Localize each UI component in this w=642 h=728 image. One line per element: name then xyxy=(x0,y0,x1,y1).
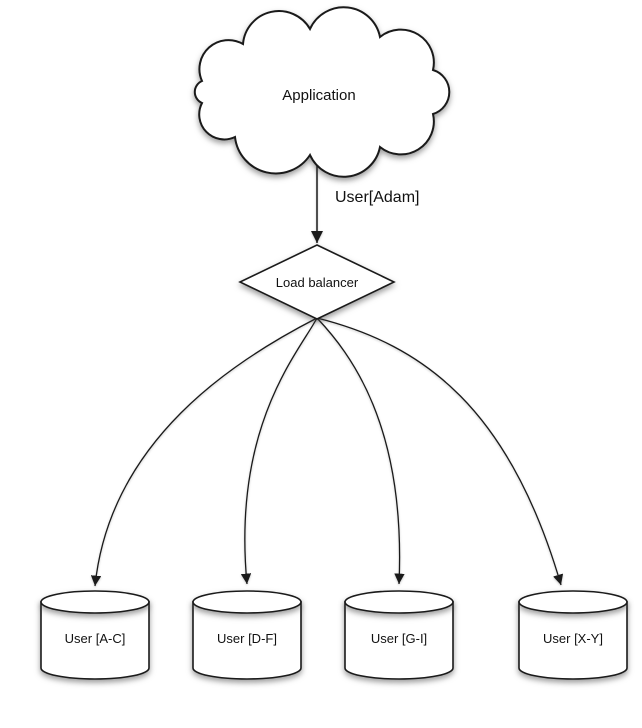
cylinder-body xyxy=(344,601,454,680)
database-shard-4: User [X-Y] xyxy=(518,590,628,680)
app-to-lb-edge: User[Adam] xyxy=(311,157,419,243)
shard-3-label: User [G-I] xyxy=(371,631,427,646)
cylinder-top xyxy=(192,590,302,614)
cylinder-top xyxy=(518,590,628,614)
lb-to-shard-3-arrow xyxy=(316,317,405,585)
lb-to-shard-4-arrow xyxy=(316,317,564,586)
cylinder-top xyxy=(40,590,150,614)
application-cloud-node: Application xyxy=(193,6,451,178)
cylinder-body xyxy=(40,601,150,680)
database-shard-1: User [A-C] xyxy=(40,590,150,680)
lb-to-shard-1-arrow xyxy=(90,317,318,587)
database-shard-3: User [G-I] xyxy=(344,590,454,680)
cylinder-body xyxy=(518,601,628,680)
lb-to-shard-edges xyxy=(90,317,564,587)
edge-label-user-adam: User[Adam] xyxy=(335,189,419,206)
load-balancer-label: Load balancer xyxy=(276,275,359,290)
cylinder-body xyxy=(192,601,302,680)
lb-to-shard-2-arrow xyxy=(240,317,318,585)
load-balancer-node: Load balancer xyxy=(238,244,396,320)
load-balancer-diamond xyxy=(238,244,396,320)
database-shard-2: User [D-F] xyxy=(192,590,302,680)
shard-1-label: User [A-C] xyxy=(65,631,126,646)
application-label: Application xyxy=(282,87,355,104)
cloud-shape xyxy=(193,6,451,178)
shard-4-label: User [X-Y] xyxy=(543,631,603,646)
cylinder-top xyxy=(344,590,454,614)
shard-2-label: User [D-F] xyxy=(217,631,277,646)
